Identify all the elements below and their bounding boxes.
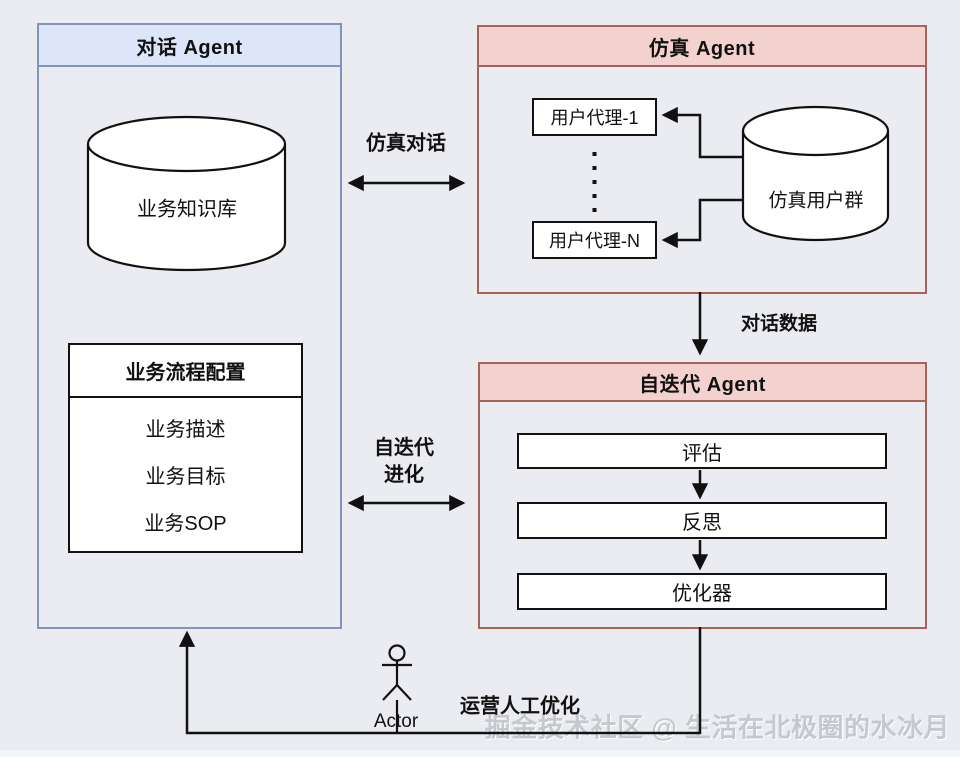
- manual-optimization-label: 运营人工优化: [460, 695, 580, 718]
- simulation-agent-title: 仿真 Agent: [479, 27, 925, 67]
- dialogue-agent-box: 对话 Agent: [37, 23, 342, 629]
- dialogue-agent-title: 对话 Agent: [39, 25, 340, 67]
- step-evaluate-box: 评估: [517, 433, 887, 469]
- simulated-dialogue-label: 仿真对话: [366, 132, 446, 155]
- user-proxy-n-box: 用户代理-N: [532, 221, 657, 259]
- self-iteration-label: 自迭代 进化: [374, 435, 434, 489]
- user-proxy-1-box: 用户代理-1: [532, 98, 657, 136]
- step-reflect-box: 反思: [517, 502, 887, 539]
- bottom-band: [0, 750, 960, 757]
- process-config-box: 业务流程配置 业务描述 业务目标 业务SOP: [68, 343, 303, 553]
- dialogue-data-label: 对话数据: [740, 313, 818, 335]
- iteration-agent-title: 自迭代 Agent: [480, 364, 925, 402]
- process-config-item-sop: 业务SOP: [144, 513, 227, 535]
- process-config-title: 业务流程配置: [70, 345, 301, 398]
- actor-label: Actor: [373, 711, 419, 732]
- process-config-item-description: 业务描述: [145, 419, 226, 441]
- process-config-items: 业务描述 业务目标 业务SOP: [70, 398, 301, 551]
- self-iteration-label-line2: 进化: [384, 464, 424, 486]
- iteration-agent-box: 自迭代 Agent: [478, 362, 927, 629]
- step-optimizer-box: 优化器: [517, 573, 887, 610]
- process-config-item-goal: 业务目标: [145, 466, 226, 488]
- user-pool-label: 仿真用户群: [768, 190, 864, 212]
- simulation-agent-box: 仿真 Agent: [477, 25, 927, 294]
- knowledge-base-label: 业务知识库: [137, 198, 237, 221]
- self-iteration-label-line1: 自迭代: [374, 437, 434, 459]
